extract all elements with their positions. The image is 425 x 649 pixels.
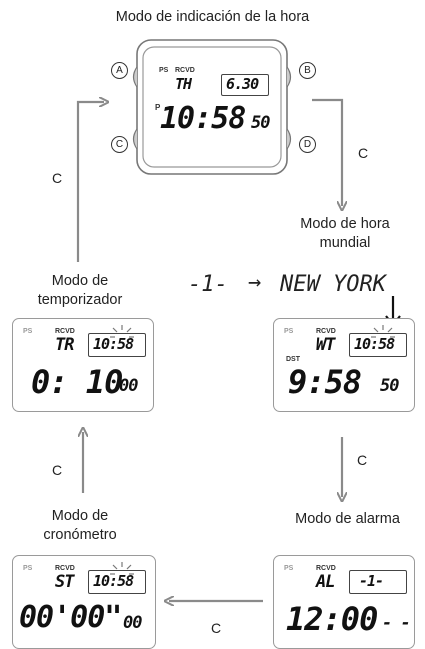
flash-icon (371, 325, 395, 338)
time-display: 10:58 (160, 101, 246, 136)
small-time-display: 10:58 (354, 335, 395, 353)
display-alarm: PS RCVD AL -1- 12:00 - - (273, 555, 415, 649)
mode-indicator: AL (316, 572, 336, 592)
city-name-to: NEW YORK (280, 272, 386, 297)
ps-indicator: PS (23, 328, 33, 335)
ps-indicator: PS (23, 565, 33, 572)
small-time-display: 10:58 (93, 335, 134, 353)
label-timer-mode: Modo de temporizador (5, 272, 155, 310)
seconds-display: 50 (251, 113, 271, 133)
seconds-display: 00 (119, 376, 139, 396)
arrow-timer-to-timekeeping (76, 102, 104, 262)
city-code-from: -1- (188, 272, 228, 297)
time-display: 9:58 (288, 363, 362, 401)
city-sequence-arrow: → (248, 270, 262, 295)
alarm-number-box (349, 570, 407, 594)
flash-icon (110, 562, 134, 575)
flash-icon (110, 325, 134, 338)
label-world-time-line1: Modo de hora (300, 216, 390, 232)
small-time-display: 10:58 (93, 572, 134, 590)
alarm-number-display: -1- (359, 572, 384, 590)
seconds-display: 00 (123, 613, 143, 633)
date-box (221, 74, 269, 96)
key-c-label-right-middle: C (357, 452, 368, 468)
button-a[interactable]: A (111, 62, 128, 79)
key-c-label-right-top: C (358, 145, 369, 161)
label-stopwatch-line2: cronómetro (43, 527, 117, 543)
small-time-box (88, 570, 146, 594)
dst-indicator: DST (286, 356, 300, 363)
button-d[interactable]: D (299, 136, 316, 153)
pm-indicator: P (155, 103, 161, 112)
label-stopwatch-line1: Modo de (51, 508, 109, 524)
label-timer-line2: temporizador (37, 292, 123, 308)
key-c-label-left: C (52, 170, 63, 186)
rcvd-indicator: RCVD (316, 328, 336, 335)
ps-indicator: PS (284, 565, 294, 572)
key-c-label-bottom: C (211, 620, 222, 636)
arrow-timekeeping-to-worldtime (312, 98, 342, 206)
label-timekeeping-mode: Modo de indicación de la hora (115, 9, 310, 25)
rcvd-indicator: RCVD (55, 565, 75, 572)
label-timer-line1: Modo de (51, 273, 109, 289)
seconds-display: 50 (380, 376, 400, 396)
mode-indicator: TR (55, 335, 75, 355)
button-c[interactable]: C (111, 136, 128, 153)
button-b[interactable]: B (299, 62, 316, 79)
label-world-time-line2: mundial (319, 235, 371, 251)
label-world-time-mode: Modo de hora mundial (270, 215, 420, 253)
time-display: 0: 10 (31, 363, 123, 401)
mode-indicator: WT (316, 335, 336, 355)
ps-indicator: PS (159, 67, 169, 74)
small-time-box (88, 333, 146, 357)
display-worldtime: PS RCVD WT 10:58 DST 9:58 50 (273, 318, 415, 412)
mode-indicator: TH (175, 75, 192, 93)
mode-indicator: ST (55, 572, 75, 592)
watch-timekeeping: PS RCVD TH 6.30 P 10:58 50 (127, 37, 297, 177)
time-display: 00'00" (19, 600, 122, 635)
label-stopwatch-mode: Modo de cronómetro (5, 507, 155, 545)
ps-indicator: PS (284, 328, 294, 335)
rcvd-indicator: RCVD (316, 565, 336, 572)
rcvd-indicator: RCVD (55, 328, 75, 335)
key-c-label-left-lower: C (52, 462, 63, 478)
display-timer: PS RCVD TR 10:58 0: 10 00 (12, 318, 154, 412)
label-alarm-mode: Modo de alarma (295, 511, 400, 527)
date-display: 6.30 (226, 75, 259, 93)
display-stopwatch: PS RCVD ST 10:58 00'00" 00 (12, 555, 156, 649)
small-time-box (349, 333, 407, 357)
rcvd-indicator: RCVD (175, 67, 195, 74)
seconds-display: - - (382, 613, 411, 633)
time-display: 12:00 (286, 600, 378, 638)
